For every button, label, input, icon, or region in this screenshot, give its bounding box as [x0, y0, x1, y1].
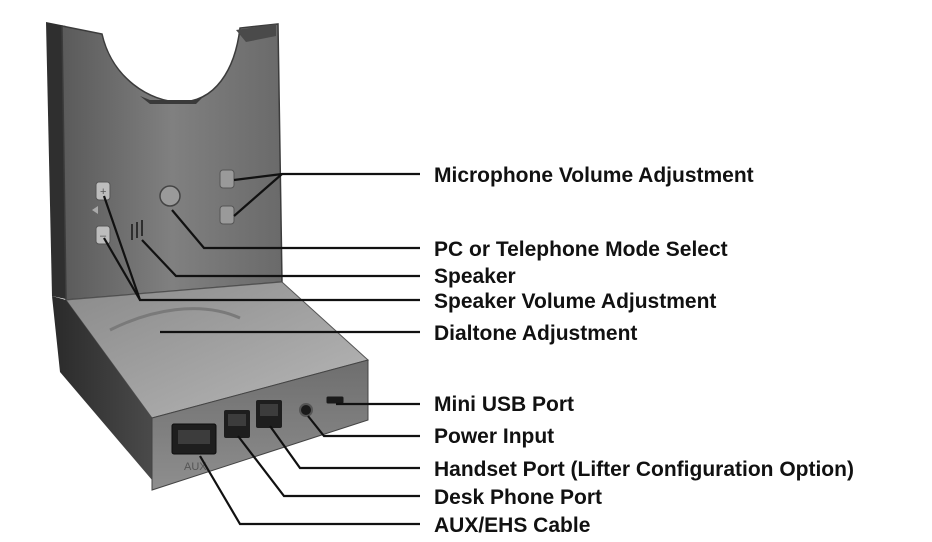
speaker-triangle-icon [92, 206, 98, 214]
leader-speaker [141, 239, 420, 278]
label-speaker: Speaker [434, 265, 516, 288]
speaker-grille [131, 220, 143, 240]
leader-aux [199, 455, 420, 526]
cradle-rim [236, 24, 276, 42]
label-mode-select: PC or Telephone Mode Select [434, 238, 728, 261]
leader-speaker-volume-2 [103, 237, 141, 301]
leader-desk-phone [237, 435, 420, 498]
speaker-volume-up-button[interactable] [95, 181, 111, 201]
mode-select-button[interactable] [159, 185, 181, 207]
label-dialtone: Dialtone Adjustment [434, 322, 637, 345]
speaker-volume-down-button[interactable] [95, 225, 111, 245]
label-speaker-volume: Speaker Volume Adjustment [434, 290, 716, 313]
label-desk-phone-port: Desk Phone Port [434, 486, 602, 509]
label-power: Power Input [434, 425, 554, 448]
label-aux-ehs: AUX/EHS Cable [434, 514, 590, 537]
leader-handset [269, 425, 420, 470]
headset-base-device: + – AUX [46, 22, 370, 491]
mic-volume-down-button[interactable] [219, 205, 235, 225]
label-mic-volume: Microphone Volume Adjustment [434, 164, 754, 187]
label-mini-usb: Mini USB Port [434, 393, 574, 416]
leader-mode-select [171, 209, 420, 250]
back-panel [61, 23, 283, 301]
svg-text:+: + [100, 186, 106, 198]
aux-port-label: AUX [184, 461, 207, 473]
base-groove [109, 307, 241, 332]
leader-mic-volume-2 [233, 173, 283, 217]
label-handset-port: Handset Port (Lifter Configuration Optio… [434, 458, 854, 481]
leader-power [307, 415, 420, 438]
handset-port-inner [260, 404, 278, 416]
base-side [52, 296, 152, 480]
callout-labels: Microphone Volume Adjustment PC or Telep… [434, 164, 854, 537]
mini-usb-port[interactable] [325, 395, 345, 405]
cradle-hook [140, 94, 206, 104]
aux-port-inner [178, 430, 210, 444]
mic-volume-up-button[interactable] [219, 169, 235, 189]
power-input-jack[interactable] [299, 403, 313, 417]
desk-phone-port-inner [228, 414, 246, 426]
svg-text:–: – [100, 230, 107, 242]
leader-lines [102, 172, 420, 526]
